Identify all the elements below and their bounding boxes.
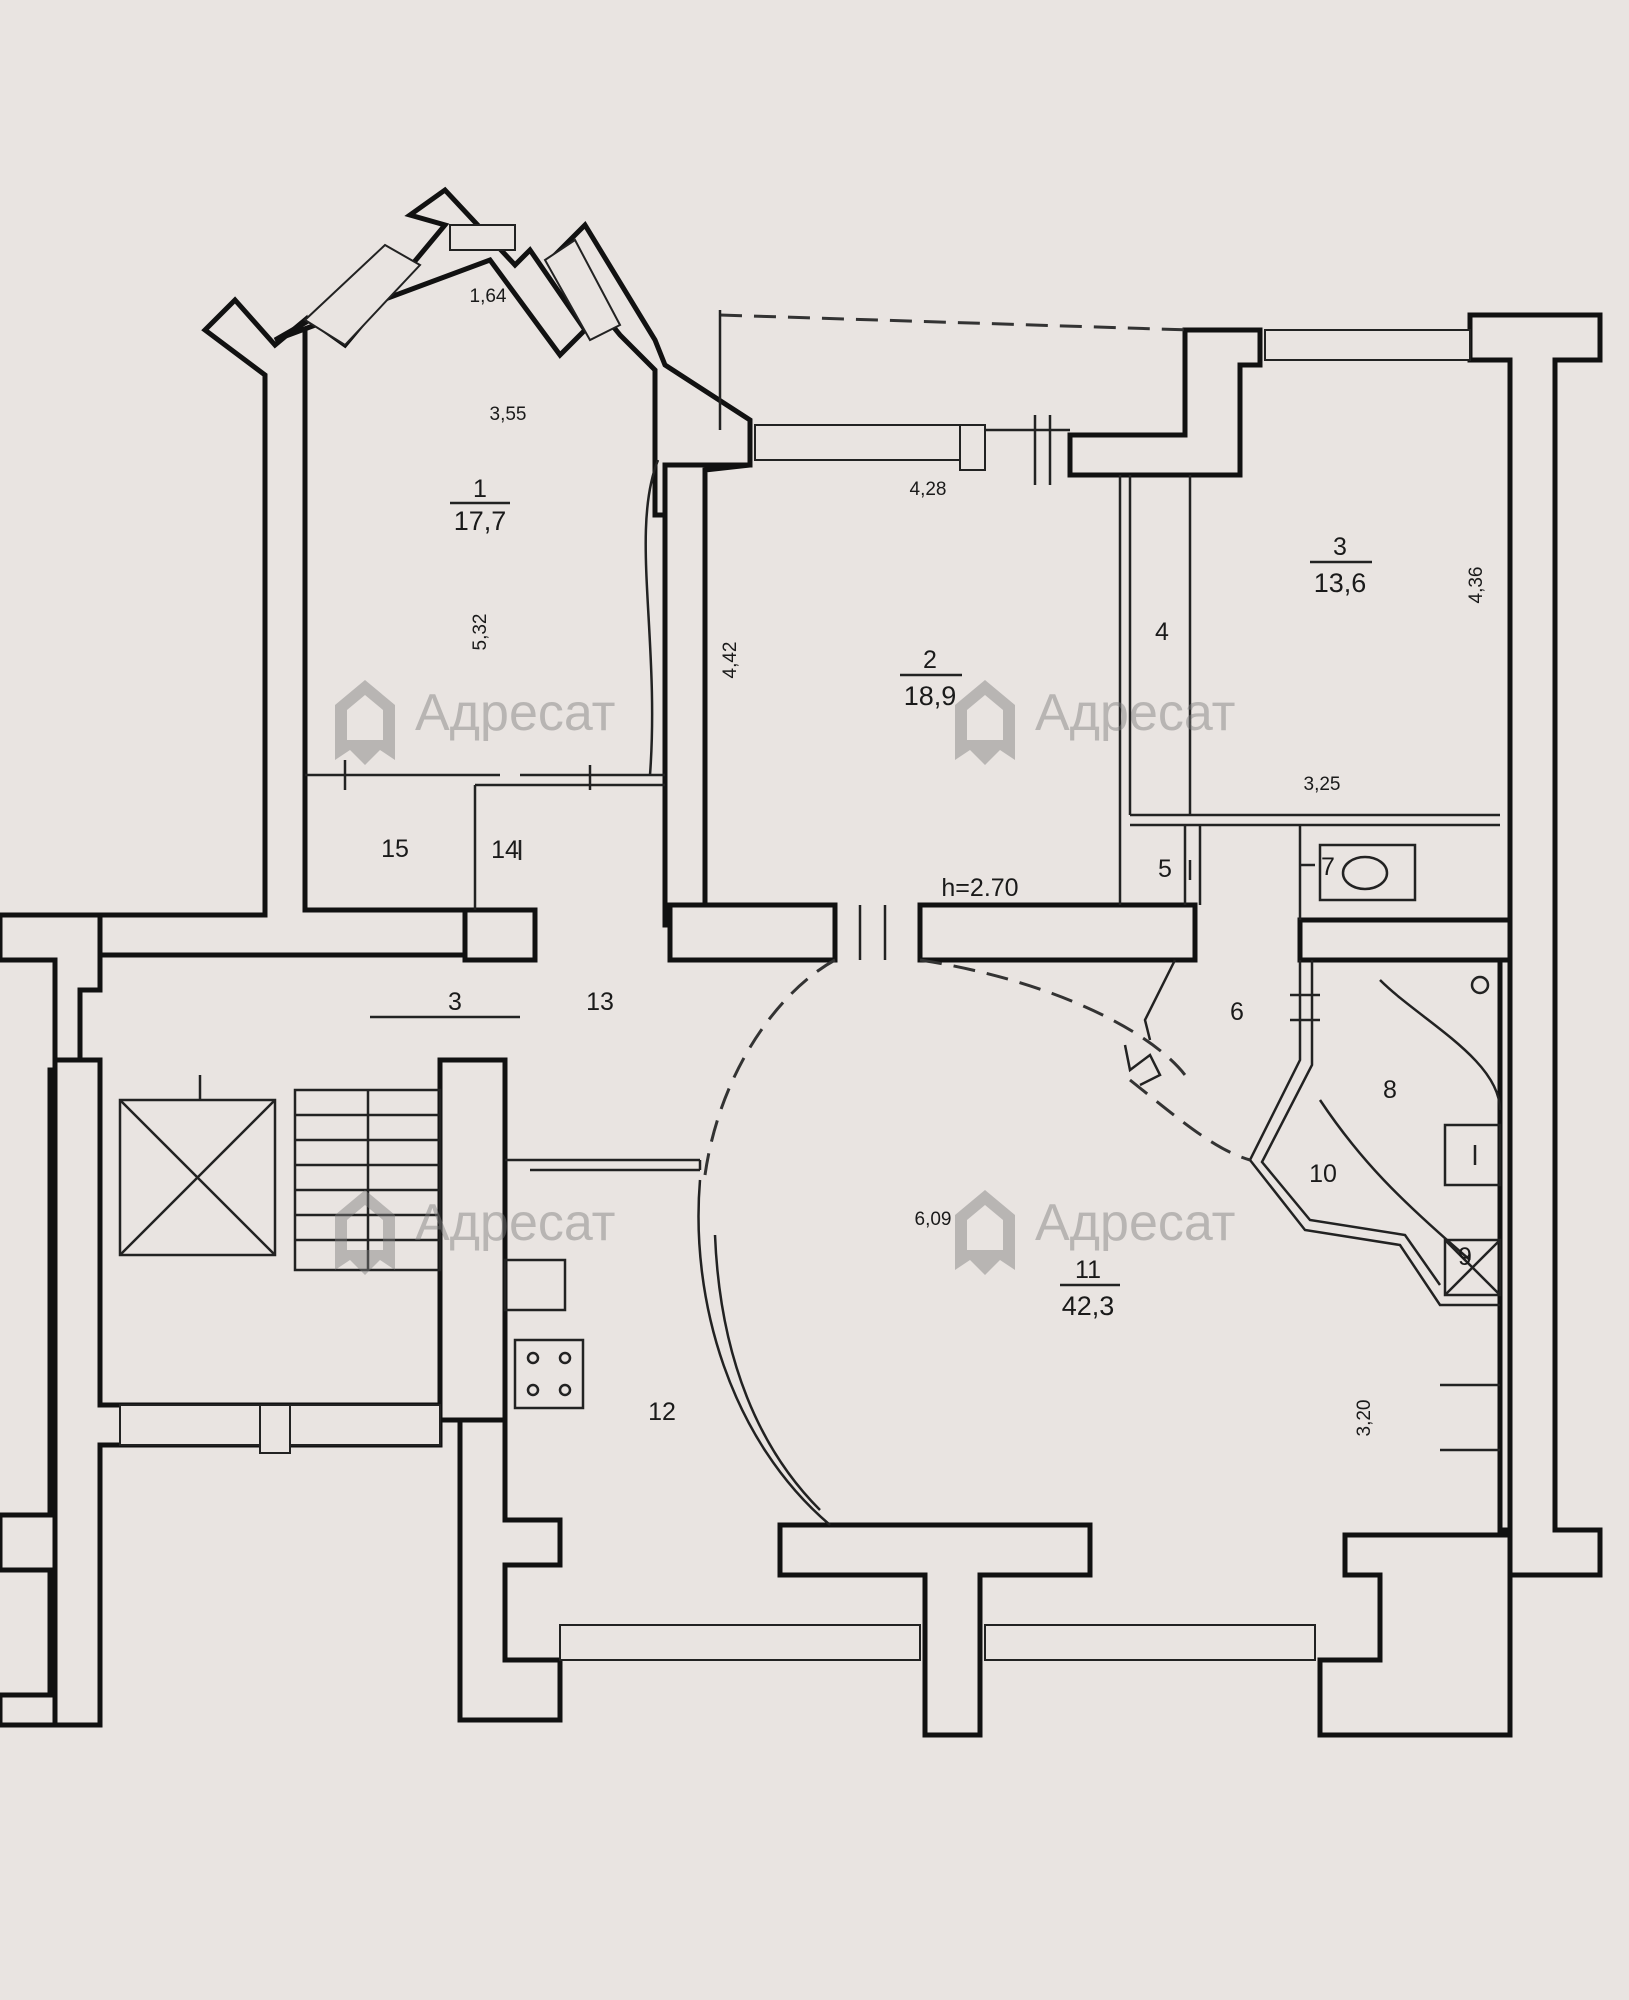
dim-3-25: 3,25: [1304, 774, 1341, 795]
shower-drain: [1470, 975, 1490, 995]
partitions: [305, 475, 1500, 1307]
room-14-number: 14: [491, 836, 519, 864]
dim-6-09: 6,09: [915, 1209, 952, 1230]
watermark-logo: Адресат: [335, 1190, 615, 1275]
dim-3-20: 3,20: [1354, 1400, 1375, 1437]
watermarks: Адресат Адресат Адресат Адресат: [335, 680, 1235, 1275]
door-ticks: [198, 415, 1500, 1454]
fixtures: [503, 843, 1502, 1410]
toilet: [1318, 843, 1417, 902]
balcony-line: [719, 313, 1191, 332]
stove: [513, 1338, 585, 1410]
room-6-number: 6: [1230, 998, 1244, 1026]
room-7-number: 7: [1321, 853, 1335, 881]
room-10-number: 10: [1309, 1160, 1337, 1188]
room-11-area: 42,3: [1062, 1291, 1115, 1321]
svg-text:Адресат: Адресат: [415, 684, 615, 742]
watermark-logo: Адресат: [955, 680, 1235, 765]
room-5-number: 5: [1158, 855, 1172, 883]
dimension-labels: 1,64 3,55 5,32 4,28 4,42 3,25 4,36 6,09 …: [470, 286, 1487, 1436]
svg-text:Адресат: Адресат: [1035, 684, 1235, 742]
room-11-number: 11: [1075, 1256, 1101, 1284]
dim-4-36: 4,36: [1466, 567, 1487, 604]
watermark-logo: Адресат: [955, 1190, 1235, 1275]
room-2-number: 2: [923, 646, 937, 674]
room-8-number: 8: [1383, 1076, 1397, 1104]
svg-text:Адресат: Адресат: [415, 1194, 615, 1252]
dim-4-28: 4,28: [910, 479, 947, 500]
room-1-number: 1: [473, 475, 487, 503]
svg-text:Адресат: Адресат: [1035, 1194, 1235, 1252]
curves: [644, 459, 1502, 1526]
watermark-logo: Адресат: [335, 680, 615, 765]
windows: [119, 224, 1471, 1661]
kitchen-sink: [503, 1258, 567, 1312]
room-4-number: 4: [1155, 618, 1169, 646]
room-15-number: 15: [381, 835, 409, 863]
stair-core: [118, 1088, 442, 1272]
room-labels: 1 17,7 2 18,9 3 13,6 4 5 6 7 8 9 10 11 4…: [370, 475, 1472, 1426]
room-1-area: 17,7: [454, 506, 507, 536]
bath-sink: [1443, 1123, 1502, 1187]
dim-1-64: 1,64: [470, 286, 507, 307]
room-3-number: 3: [1333, 533, 1347, 561]
room-3-area: 13,6: [1314, 568, 1367, 598]
ceiling-height: h=2.70: [941, 874, 1018, 902]
dim-3-55: 3,55: [490, 404, 527, 425]
dim-5-32: 5,32: [470, 614, 491, 651]
room-13-number: 13: [586, 988, 614, 1016]
room-2-area: 18,9: [904, 681, 957, 711]
room-3-small-number: 3: [448, 988, 462, 1016]
walls: [0, 186, 1603, 1738]
room-12-number: 12: [648, 1398, 676, 1426]
dim-4-42: 4,42: [720, 642, 741, 679]
room-9-number: 9: [1458, 1243, 1472, 1271]
